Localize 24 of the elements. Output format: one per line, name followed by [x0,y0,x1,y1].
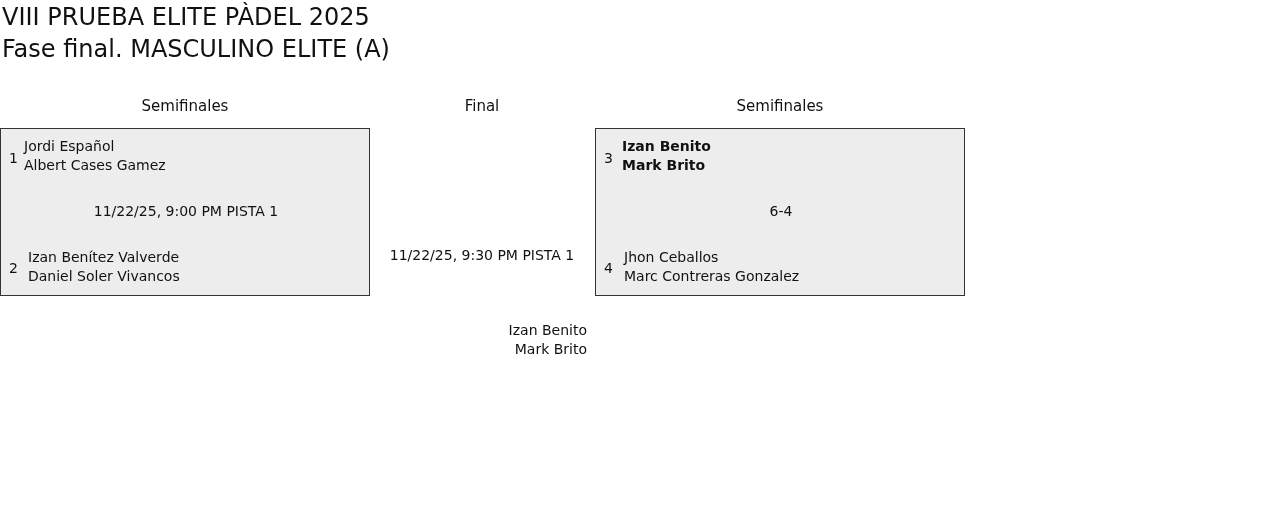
match-time: 11/22/25, 9:30 PM PISTA 1 [388,246,576,265]
player-name: Daniel Soler Vivancos [28,267,180,286]
subtitle: Fase final. MASCULINO ELITE (A) [2,34,390,64]
seed-number: 2 [9,259,18,278]
match-box [0,128,370,296]
player-name: Mark Brito [622,156,706,175]
player-name: Jordi Español [24,137,115,156]
winner-name: Izan Benito [508,321,587,340]
seed-number: 1 [9,149,18,168]
match-box [595,128,965,296]
match-time: 11/22/25, 9:00 PM PISTA 1 [92,202,280,221]
round-heading: Final [463,96,501,117]
round-heading: Semifinales [735,96,825,117]
winner-name: Mark Brito [514,340,587,359]
player-name: Marc Contreras Gonzalez [624,267,800,286]
title: VIII PRUEBA ELITE PÀDEL 2025 [2,2,370,32]
player-name: Izan Benito [622,137,711,156]
player-name: Jhon Ceballos [624,248,719,267]
seed-number: 3 [604,149,613,168]
player-name: Izan Benítez Valverde [28,248,180,267]
match-score: 6-4 [768,202,794,221]
player-name: Albert Cases Gamez [24,156,166,175]
round-heading: Semifinales [140,96,230,117]
seed-number: 4 [604,259,613,278]
